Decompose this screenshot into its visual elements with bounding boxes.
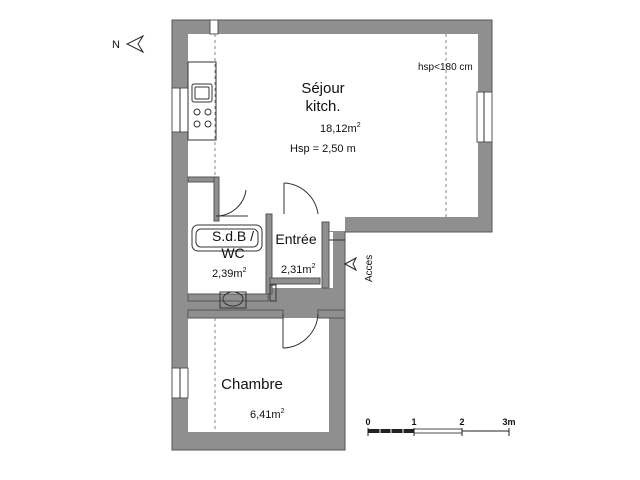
entree-area: 2,31m	[281, 264, 312, 276]
chambre-area-sup: 2	[281, 408, 285, 415]
scale-tick-0: 0	[365, 417, 370, 427]
svg-text:6,41m2: 6,41m2	[250, 408, 285, 421]
room-entree	[272, 222, 327, 288]
label-chambre: Chambre 6,41m2	[221, 376, 284, 421]
scale-tick-3: 3m	[502, 417, 515, 427]
entree-name: Entrée	[275, 231, 316, 247]
scale-bar: 0 1 2 3m	[365, 417, 516, 436]
sejour-name-2: kitch.	[305, 98, 340, 115]
label-entree: Entrée 2,31m2	[275, 231, 316, 276]
sejour-area-sup: 2	[357, 122, 361, 129]
sejour-height: Hsp = 2,50 m	[290, 143, 356, 155]
svg-text:18,12m2: 18,12m2	[320, 122, 361, 135]
sdb-name-2: WC	[221, 245, 244, 261]
entree-area-sup: 2	[312, 263, 316, 270]
low-ceiling-lines	[214, 34, 447, 432]
sejour-name-1: Séjour	[301, 80, 344, 97]
kitchen-counter	[187, 61, 217, 141]
doors	[215, 182, 345, 349]
svg-text:2,39m2: 2,39m2	[212, 267, 247, 280]
north-arrow-icon	[125, 34, 145, 54]
chambre-area: 6,41m	[250, 409, 281, 421]
sdb-area-sup: 2	[243, 267, 247, 274]
sejour-note: hsp<180 cm	[418, 62, 473, 73]
sdb-area: 2,39m	[212, 268, 243, 280]
access-label: Acces	[364, 255, 375, 282]
compass: N	[112, 34, 145, 54]
svg-text:2,31m2: 2,31m2	[281, 263, 316, 276]
scale-tick-2: 2	[459, 417, 464, 427]
bath-fixtures	[191, 224, 277, 309]
room-sejour	[188, 34, 478, 217]
room-chambre	[188, 318, 329, 432]
partitions	[187, 176, 346, 319]
access-arrow-icon	[343, 256, 358, 272]
access-marker: Acces	[343, 255, 375, 282]
room-sdb	[188, 188, 270, 294]
compass-label: N	[112, 39, 120, 51]
sejour-area: 18,12m	[320, 123, 357, 135]
label-sdb: S.d.B / WC 2,39m2	[212, 228, 254, 280]
windows	[171, 19, 493, 399]
label-sejour: Séjour kitch. 18,12m2 Hsp = 2,50 m hsp<1…	[290, 62, 473, 155]
chambre-name: Chambre	[221, 376, 283, 393]
sdb-name-1: S.d.B /	[212, 228, 254, 244]
scale-tick-1: 1	[411, 417, 416, 427]
room-interiors	[188, 34, 478, 432]
